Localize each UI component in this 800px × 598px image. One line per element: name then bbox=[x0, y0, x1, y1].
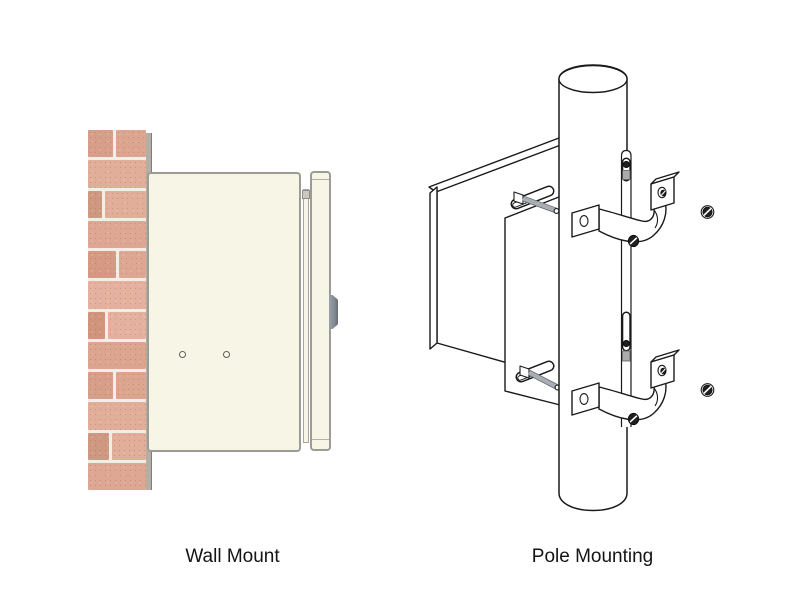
enclosure-body bbox=[147, 172, 301, 452]
brick bbox=[88, 432, 109, 460]
enclosure-door-edge bbox=[429, 186, 438, 350]
brick-row bbox=[88, 220, 146, 248]
screw-hole-right bbox=[223, 351, 230, 358]
upper-mounting-bolt bbox=[513, 191, 560, 214]
brick bbox=[88, 402, 146, 430]
brick-row bbox=[88, 130, 146, 158]
pole bbox=[558, 64, 628, 512]
floating-screw bbox=[700, 205, 715, 219]
enclosure-door bbox=[310, 171, 331, 451]
mounting-rail bbox=[620, 149, 632, 427]
figure-pole-mount bbox=[428, 64, 715, 512]
brick bbox=[88, 372, 114, 400]
brick bbox=[88, 462, 146, 490]
rail-upper-slot bbox=[621, 157, 631, 182]
brick bbox=[107, 311, 146, 339]
pole-mount-caption: Pole Mounting bbox=[531, 546, 654, 567]
brick-row bbox=[88, 160, 146, 188]
hinge-notch bbox=[302, 190, 310, 199]
wall-mount-caption: Wall Mount bbox=[185, 546, 280, 567]
brick-row bbox=[88, 190, 146, 218]
brick bbox=[88, 220, 146, 248]
screw-hole-left bbox=[179, 351, 186, 358]
lower-mounting-bolt bbox=[519, 365, 561, 391]
upper-pole-clamp bbox=[571, 171, 715, 248]
brick-wall bbox=[88, 130, 146, 490]
brick bbox=[111, 432, 146, 460]
enclosure-seam bbox=[303, 189, 309, 443]
brick-row bbox=[88, 281, 146, 309]
rail-lower-slot bbox=[621, 311, 631, 362]
brick-row bbox=[88, 462, 146, 490]
brick-row bbox=[88, 251, 146, 279]
brick bbox=[88, 341, 146, 369]
brick bbox=[88, 160, 146, 188]
brick bbox=[88, 281, 146, 309]
brick-row bbox=[88, 432, 146, 460]
brick bbox=[105, 190, 146, 218]
brick-row bbox=[88, 402, 146, 430]
brick-row bbox=[88, 372, 146, 400]
brick-row bbox=[88, 311, 146, 339]
brick bbox=[88, 251, 116, 279]
tab-hole bbox=[579, 215, 589, 227]
brick bbox=[88, 311, 105, 339]
enclosure-box-top bbox=[428, 137, 567, 350]
pole-top bbox=[558, 64, 628, 94]
door-latch bbox=[329, 295, 338, 329]
brick bbox=[118, 251, 146, 279]
clamp-screw bbox=[627, 234, 640, 248]
brick-row bbox=[88, 341, 146, 369]
brick bbox=[116, 372, 146, 400]
brick bbox=[88, 130, 114, 158]
mounting-plate bbox=[504, 185, 565, 407]
brick bbox=[88, 190, 103, 218]
brick bbox=[116, 130, 146, 158]
